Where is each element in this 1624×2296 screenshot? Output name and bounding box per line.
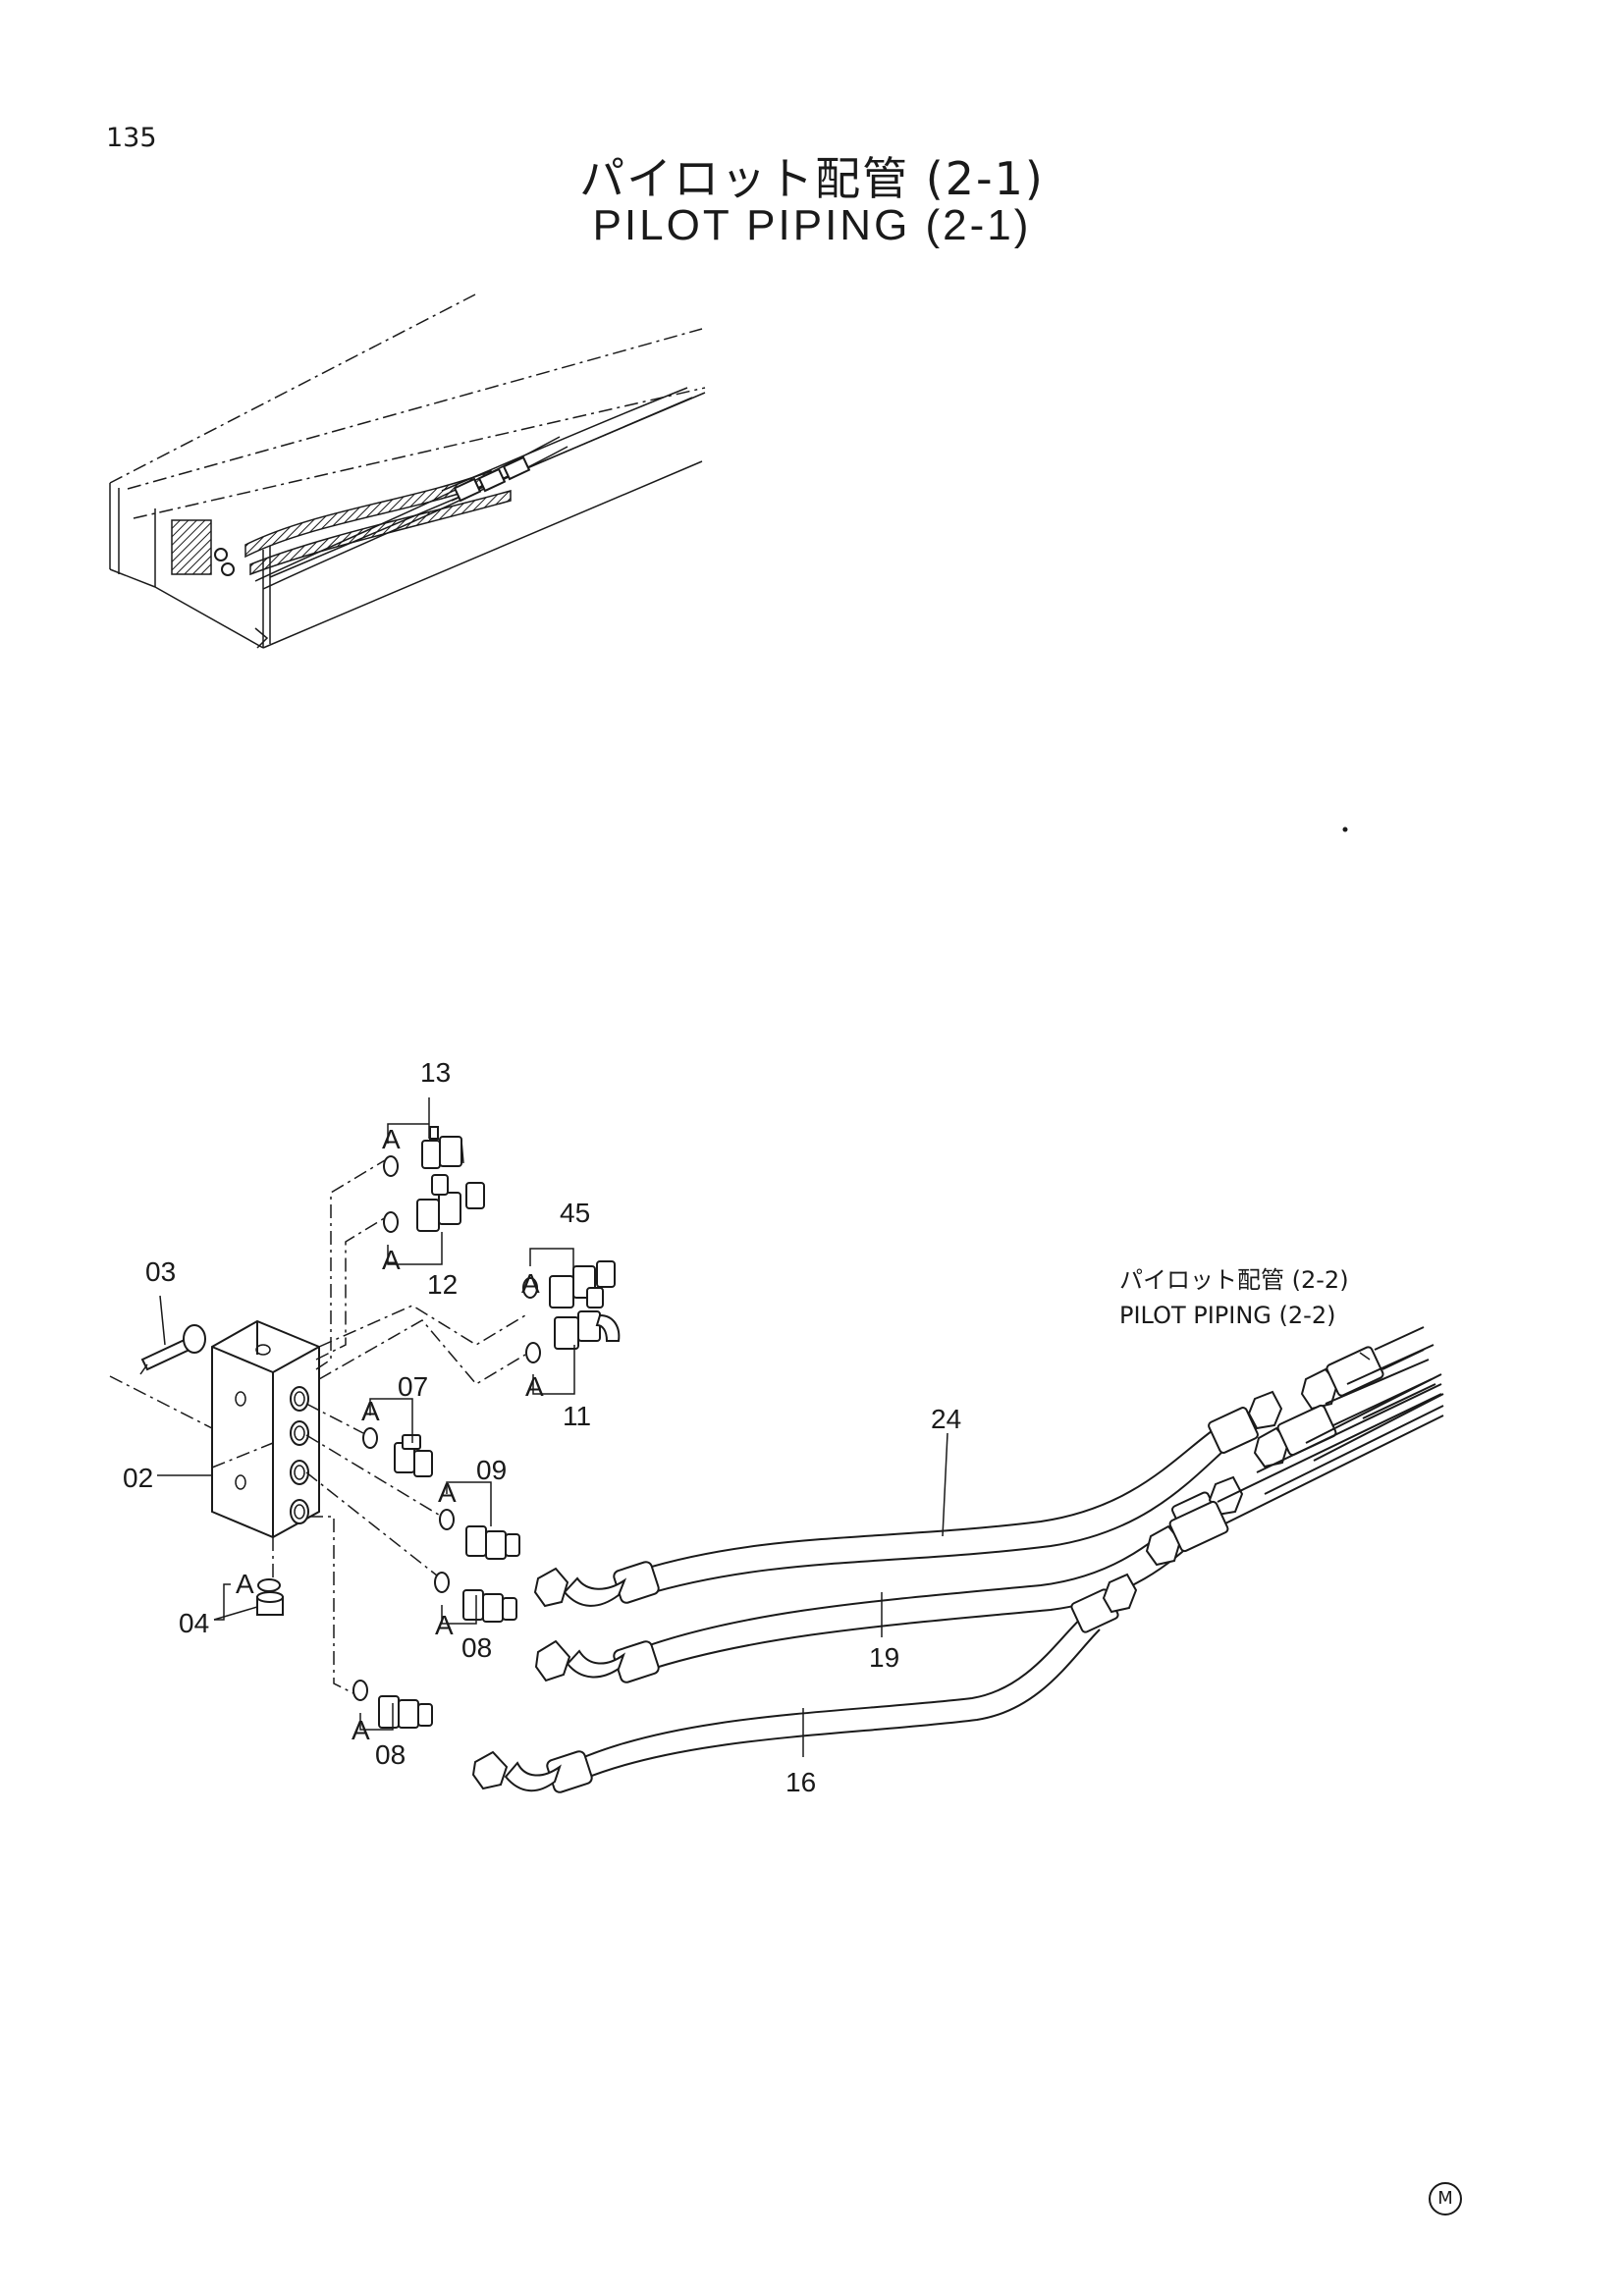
oring-label: A bbox=[525, 1371, 544, 1402]
callout-16: 16 bbox=[785, 1767, 816, 1797]
hose-16 bbox=[471, 1573, 1138, 1793]
cross-reference-english: PILOT PIPING (2-2) bbox=[1119, 1302, 1335, 1329]
fitting-09 bbox=[439, 1509, 520, 1560]
callout-13: 13 bbox=[420, 1057, 451, 1088]
callout-19: 19 bbox=[869, 1642, 899, 1673]
callout-02: 02 bbox=[123, 1463, 153, 1493]
cross-reference-japanese: パイロット配管 (2-2) bbox=[1119, 1266, 1349, 1294]
oring-label: A bbox=[361, 1396, 380, 1426]
fitting-12 bbox=[383, 1174, 485, 1233]
fitting-11 bbox=[525, 1310, 621, 1363]
callout-08-upper: 08 bbox=[461, 1632, 492, 1663]
oring-label: A bbox=[438, 1477, 457, 1508]
page-title-english: PILOT PIPING (2-1) bbox=[592, 201, 1032, 249]
fitting-08-lower bbox=[352, 1680, 433, 1729]
oring-label: A bbox=[435, 1610, 454, 1640]
callout-08-lower: 08 bbox=[375, 1739, 406, 1770]
scan-dot bbox=[1342, 827, 1348, 832]
callout-11: 11 bbox=[563, 1401, 591, 1431]
fitting-07 bbox=[362, 1427, 433, 1477]
oring-label: A bbox=[382, 1124, 401, 1154]
leader-lines bbox=[157, 1097, 1371, 1757]
oring-label: A bbox=[382, 1245, 401, 1275]
callout-09: 09 bbox=[476, 1455, 507, 1485]
callout-12: 12 bbox=[427, 1269, 458, 1300]
fitting-08-upper bbox=[434, 1572, 517, 1623]
oring-label: A bbox=[521, 1268, 540, 1299]
right-pipes bbox=[1145, 1326, 1444, 1567]
callout-03: 03 bbox=[145, 1256, 176, 1287]
hose-24 bbox=[533, 1390, 1283, 1608]
bolt-03 bbox=[139, 1324, 206, 1375]
callout-45: 45 bbox=[560, 1198, 590, 1228]
fitting-13 bbox=[383, 1126, 464, 1177]
fitting-45 bbox=[522, 1260, 616, 1308]
page-number: 135 bbox=[106, 123, 157, 153]
oring-label: A bbox=[352, 1715, 370, 1745]
callout-07: 07 bbox=[398, 1371, 428, 1402]
overview-boom-drawing bbox=[109, 294, 706, 649]
routing-lines bbox=[305, 1159, 526, 1694]
manifold-block bbox=[109, 1319, 320, 1539]
callout-04: 04 bbox=[179, 1608, 209, 1638]
plug-04 bbox=[256, 1537, 284, 1616]
oring-label: A bbox=[236, 1569, 254, 1599]
manufacturer-mark: M bbox=[1429, 2182, 1462, 2216]
page-title-japanese: パイロット配管 (2-1) bbox=[579, 152, 1045, 205]
callout-24: 24 bbox=[931, 1404, 961, 1434]
